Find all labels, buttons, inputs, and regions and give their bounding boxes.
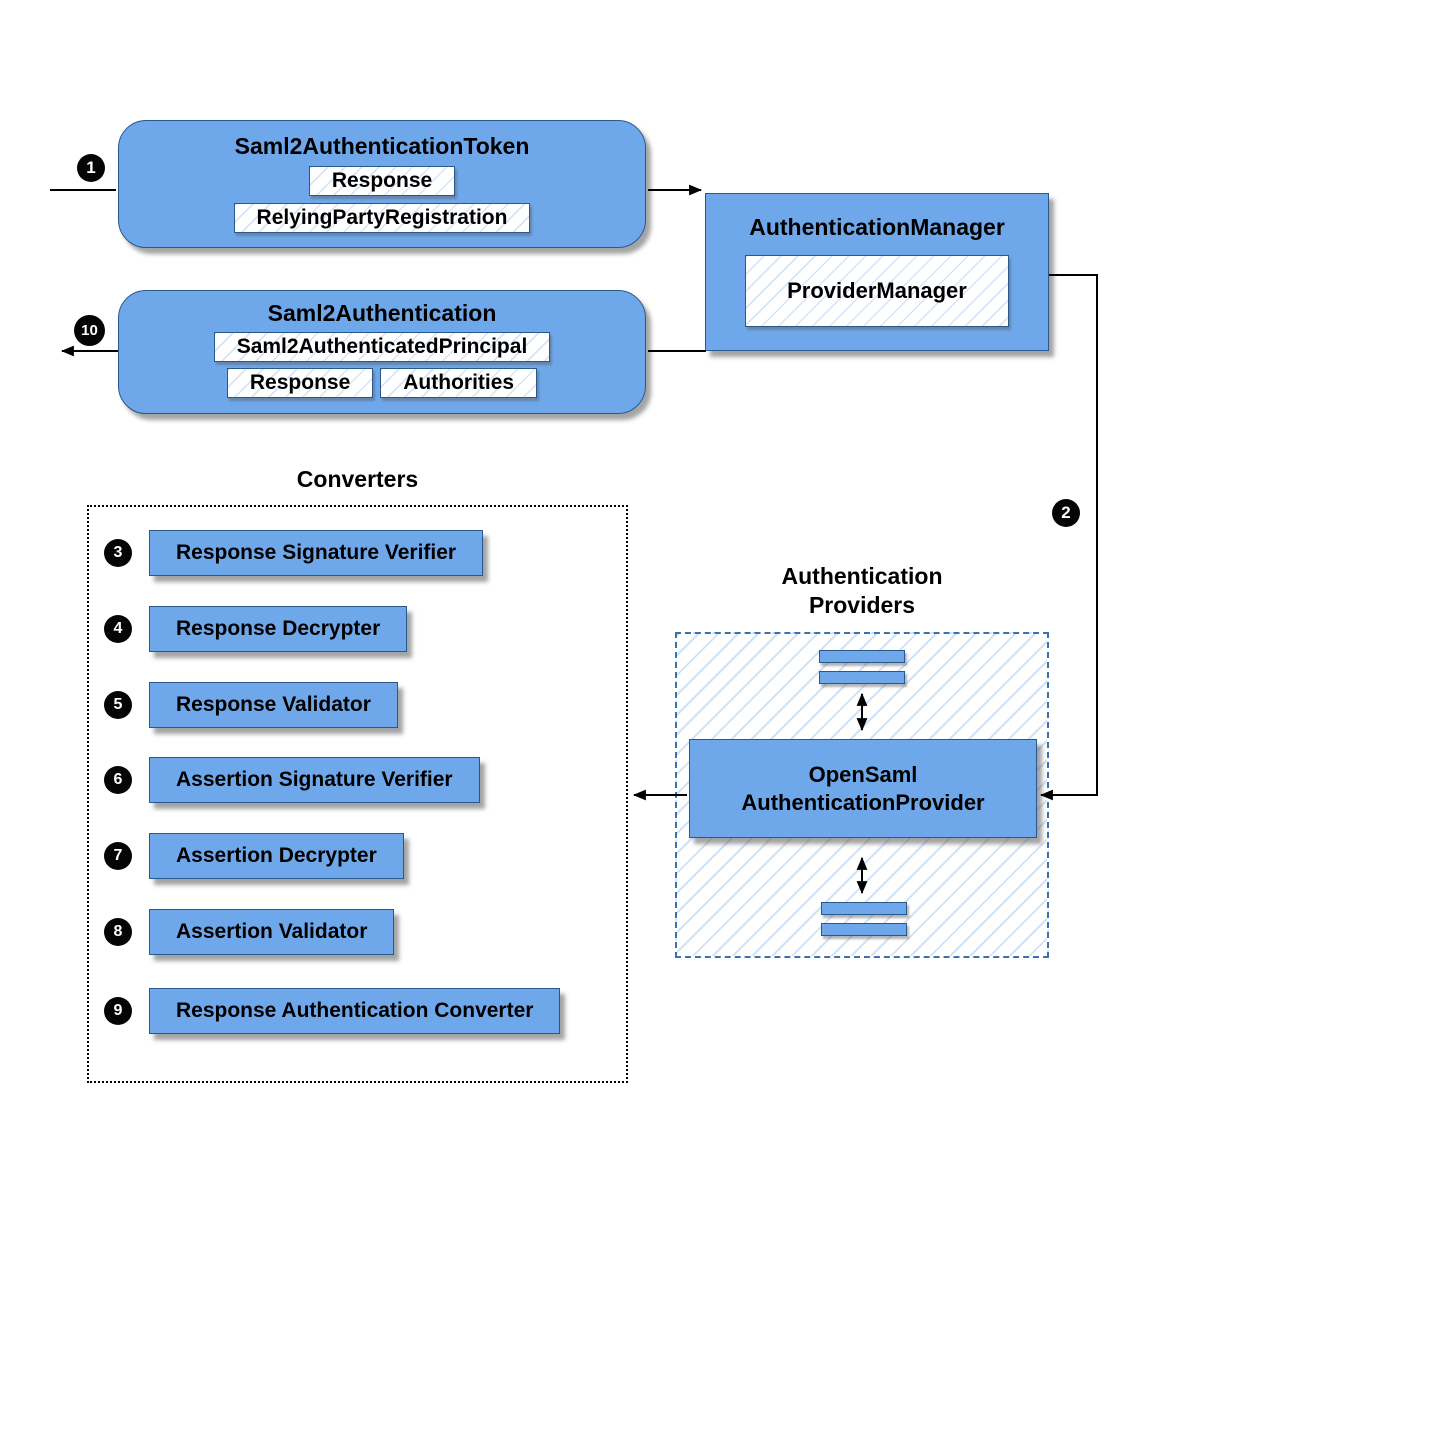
authentication-manager-title: AuthenticationManager (749, 214, 1005, 240)
response-chip: Response (308, 166, 456, 196)
step-2-badge: 2 (1052, 499, 1080, 527)
open-saml-authentication-provider-box: OpenSaml AuthenticationProvider (689, 739, 1037, 838)
authentication-providers-label-line2: Providers (808, 592, 916, 618)
provider-bar (821, 923, 907, 936)
saml2-authentication-token-title: Saml2AuthenticationToken (234, 133, 530, 159)
response-authentication-converter-box: Response Authentication Converter (149, 988, 561, 1034)
saml2-authentication-title: Saml2Authentication (267, 300, 497, 326)
converter-item: 4 Response Decrypter (104, 606, 408, 652)
converter-item: 9 Response Authentication Converter (104, 988, 561, 1034)
relying-party-registration-chip: RelyingPartyRegistration (233, 203, 531, 233)
response-signature-verifier-box: Response Signature Verifier (149, 530, 484, 576)
step-8-badge: 8 (104, 918, 132, 946)
step-9-badge: 9 (104, 997, 132, 1025)
step-10-badge: 10 (74, 315, 105, 346)
provider-bar (819, 671, 905, 684)
response-chip: Response (226, 368, 374, 398)
saml2-authenticated-principal-chip: Saml2AuthenticatedPrincipal (213, 332, 551, 362)
step-5-badge: 5 (104, 691, 132, 719)
assertion-decrypter-box: Assertion Decrypter (149, 833, 404, 879)
converter-item: 3 Response Signature Verifier (104, 530, 484, 576)
authentication-providers-region: OpenSaml AuthenticationProvider (675, 632, 1049, 958)
converter-item: 6 Assertion Signature Verifier (104, 757, 480, 803)
assertion-validator-box: Assertion Validator (149, 909, 395, 955)
authorities-chip: Authorities (380, 368, 538, 398)
authentication-providers-label-line1: Authentication (781, 563, 943, 589)
open-saml-line2: AuthenticationProvider (741, 789, 985, 815)
converter-item: 7 Assertion Decrypter (104, 833, 404, 879)
step-4-badge: 4 (104, 615, 132, 643)
provider-bar (821, 902, 907, 915)
step-1-badge: 1 (77, 154, 105, 182)
response-decrypter-box: Response Decrypter (149, 606, 408, 652)
step-3-badge: 3 (104, 539, 132, 567)
converter-item: 5 Response Validator (104, 682, 398, 728)
provider-bar (819, 650, 905, 663)
authentication-manager-box: AuthenticationManager ProviderManager (705, 193, 1049, 351)
authentication-providers-label: Authentication Providers (675, 562, 1049, 620)
saml2-authentication-chip-row: Response Authorities (226, 368, 538, 398)
step-7-badge: 7 (104, 842, 132, 870)
open-saml-line1: OpenSaml (808, 761, 918, 787)
assertion-signature-verifier-box: Assertion Signature Verifier (149, 757, 480, 803)
saml2-authentication-token-box: Saml2AuthenticationToken Response Relyin… (118, 120, 646, 248)
converters-title: Converters (296, 466, 419, 492)
arrow-manager-to-opensaml (1039, 274, 1098, 801)
converter-item: 8 Assertion Validator (104, 909, 395, 955)
response-validator-box: Response Validator (149, 682, 398, 728)
converters-region (87, 505, 628, 1083)
step-6-badge: 6 (104, 766, 132, 794)
saml2-authentication-box: Saml2Authentication Saml2AuthenticatedPr… (118, 290, 646, 414)
provider-manager-chip: ProviderManager (745, 255, 1009, 327)
